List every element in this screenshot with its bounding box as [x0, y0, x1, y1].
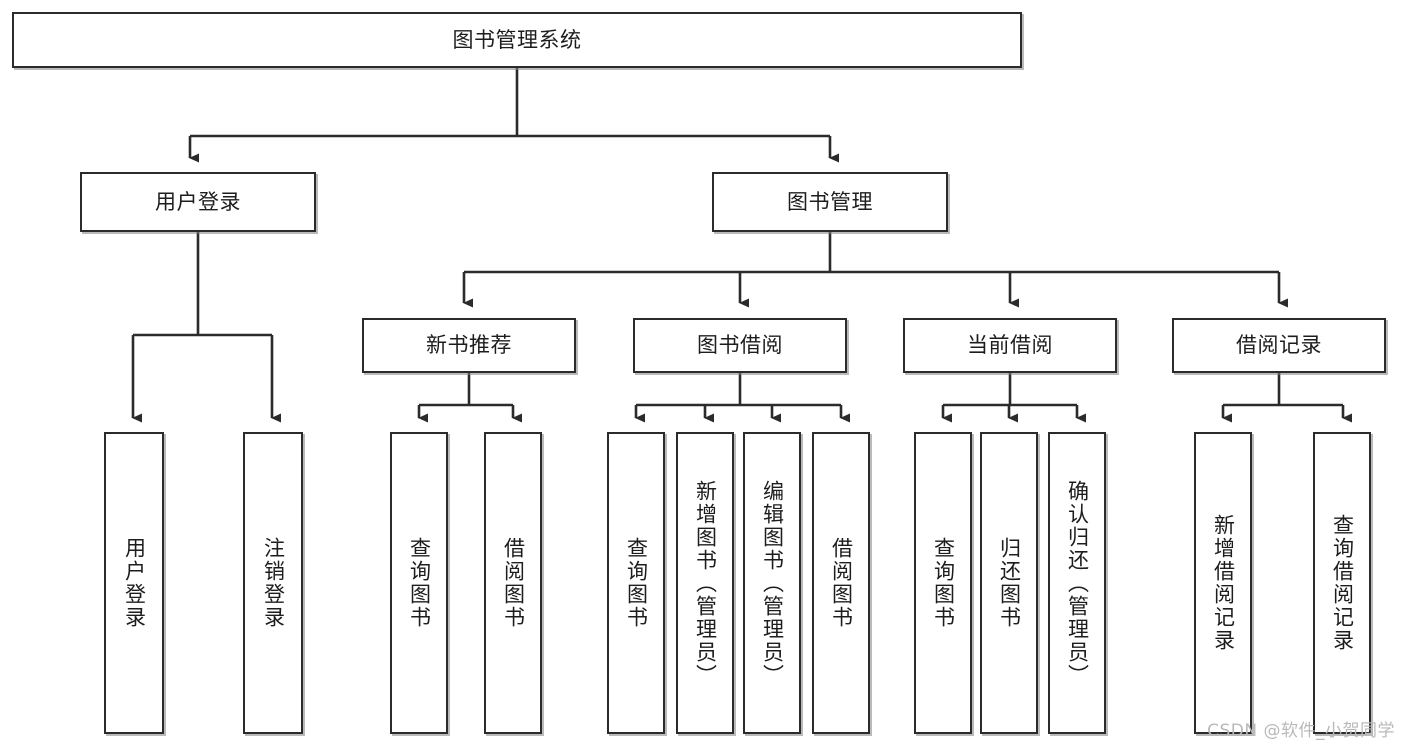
node-leaf-logout-label: 注销登录 — [261, 537, 286, 629]
node-leaf-confirm-return[interactable]: 确认归还（管理员） — [1048, 432, 1106, 734]
node-leaf-user-login-label: 用户登录 — [122, 537, 147, 629]
node-leaf-borrow-book-1[interactable]: 借阅图书 — [484, 432, 542, 734]
node-leaf-user-login[interactable]: 用户登录 — [104, 432, 164, 734]
node-user-login-label: 用户登录 — [155, 189, 241, 214]
node-leaf-return-book-label: 归还图书 — [997, 537, 1022, 629]
node-leaf-query-book-2-label: 查询图书 — [624, 537, 649, 629]
node-book-borrow-label: 图书借阅 — [697, 333, 783, 358]
node-leaf-add-record-label: 新增借阅记录 — [1211, 514, 1236, 652]
node-leaf-add-book-label: 新增图书（管理员） — [693, 479, 718, 687]
node-book-borrow[interactable]: 图书借阅 — [633, 318, 847, 373]
node-leaf-query-book-1[interactable]: 查询图书 — [390, 432, 448, 734]
node-root[interactable]: 图书管理系统 — [12, 12, 1022, 68]
node-leaf-edit-book[interactable]: 编辑图书（管理员） — [743, 432, 801, 734]
node-leaf-query-record[interactable]: 查询借阅记录 — [1313, 432, 1371, 734]
node-leaf-query-book-3-label: 查询图书 — [931, 537, 956, 629]
node-borrow-record-label: 借阅记录 — [1236, 333, 1322, 358]
node-current-borrow-label: 当前借阅 — [967, 333, 1053, 358]
node-leaf-borrow-book-2[interactable]: 借阅图书 — [812, 432, 870, 734]
node-leaf-confirm-return-label: 确认归还（管理员） — [1065, 479, 1090, 687]
node-leaf-logout[interactable]: 注销登录 — [243, 432, 303, 734]
node-book-manage-label: 图书管理 — [787, 189, 873, 214]
node-leaf-add-book[interactable]: 新增图书（管理员） — [676, 432, 734, 734]
node-leaf-query-book-3[interactable]: 查询图书 — [914, 432, 972, 734]
node-leaf-query-book-2[interactable]: 查询图书 — [607, 432, 665, 734]
node-book-manage[interactable]: 图书管理 — [712, 172, 948, 232]
node-current-borrow[interactable]: 当前借阅 — [903, 318, 1117, 373]
node-new-book-recommend[interactable]: 新书推荐 — [362, 318, 576, 373]
node-leaf-borrow-book-2-label: 借阅图书 — [829, 537, 854, 629]
node-leaf-add-record[interactable]: 新增借阅记录 — [1194, 432, 1252, 734]
node-leaf-return-book[interactable]: 归还图书 — [980, 432, 1038, 734]
node-leaf-borrow-book-1-label: 借阅图书 — [501, 537, 526, 629]
node-leaf-query-record-label: 查询借阅记录 — [1330, 514, 1355, 652]
node-borrow-record[interactable]: 借阅记录 — [1172, 318, 1386, 373]
node-root-label: 图书管理系统 — [452, 27, 582, 52]
node-leaf-query-book-1-label: 查询图书 — [407, 537, 432, 629]
node-leaf-edit-book-label: 编辑图书（管理员） — [760, 479, 785, 687]
node-user-login[interactable]: 用户登录 — [80, 172, 316, 232]
node-new-book-recommend-label: 新书推荐 — [426, 333, 512, 358]
